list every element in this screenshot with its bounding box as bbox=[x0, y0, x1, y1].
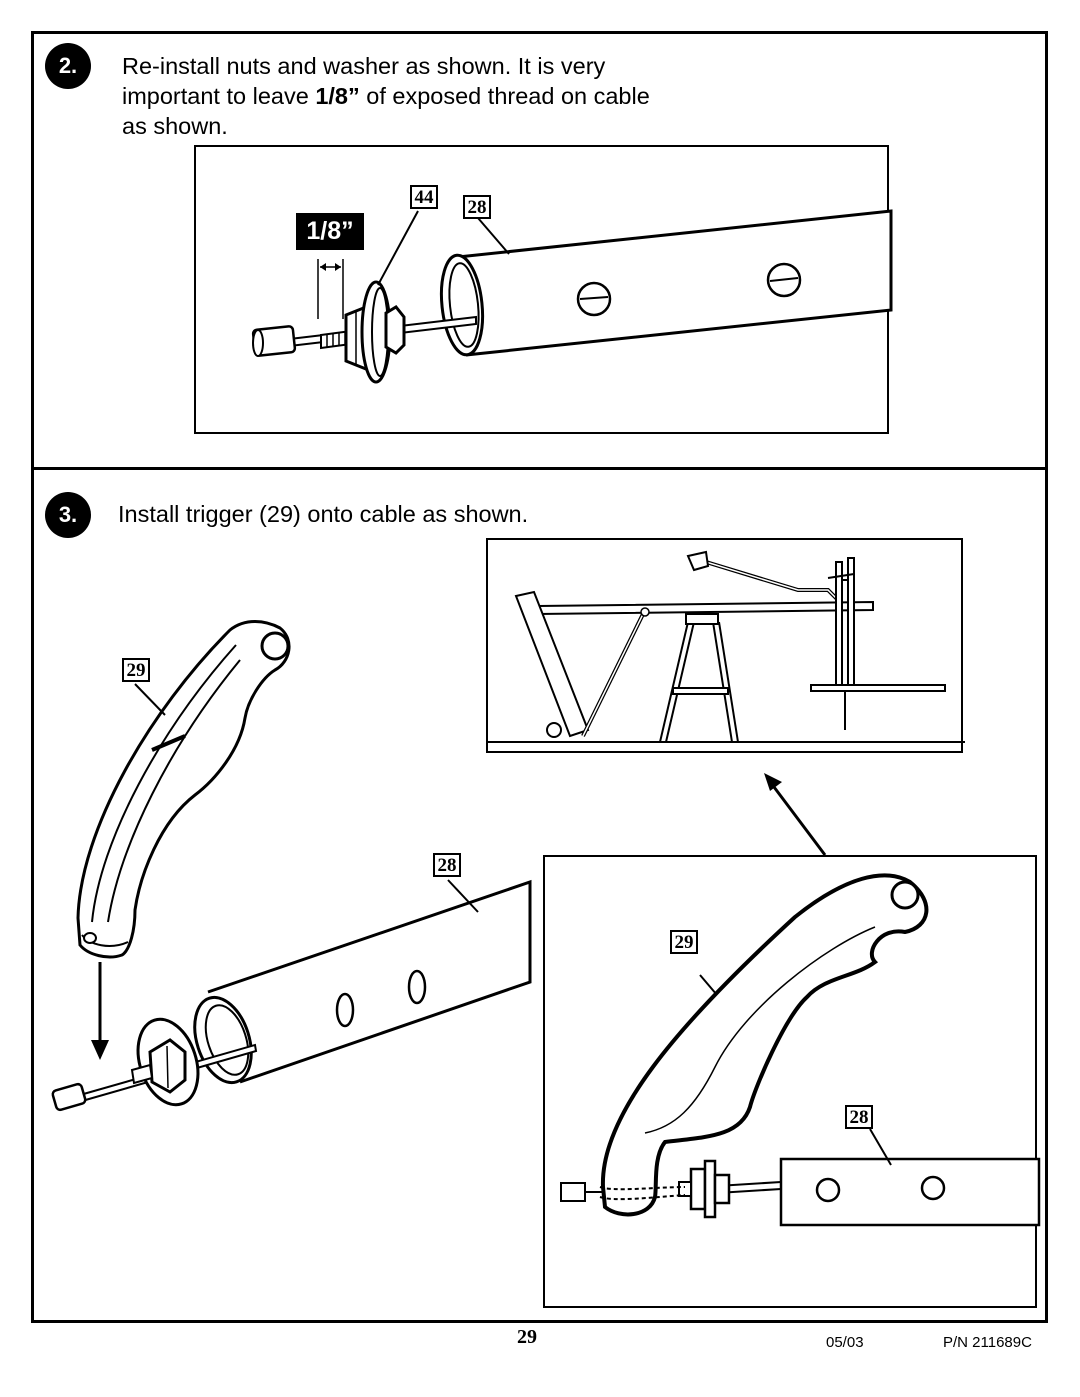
revision-date: 05/03 bbox=[826, 1334, 864, 1351]
callout-tube-28: 28 bbox=[463, 195, 491, 219]
step-2-instructions: Re-install nuts and washer as shown. It … bbox=[122, 51, 650, 141]
callout-tube-28: 28 bbox=[433, 853, 461, 877]
step-2-measurement: 1/8” bbox=[315, 83, 360, 109]
step-3-instructions: Install trigger (29) onto cable as shown… bbox=[118, 499, 528, 529]
step-divider bbox=[31, 467, 1048, 470]
step-2-line-2: important to leave 1/8” of exposed threa… bbox=[122, 81, 650, 111]
dimension-label: 1/8” bbox=[296, 213, 364, 250]
swing-set-overview-drawing bbox=[488, 550, 965, 743]
instruction-frame bbox=[31, 31, 1048, 1323]
step-2-line-3: as shown. bbox=[122, 113, 228, 139]
overview-inset bbox=[486, 538, 965, 753]
callout-trigger-29: 29 bbox=[122, 658, 150, 682]
page-number: 29 bbox=[517, 1326, 537, 1348]
step-2-badge: 2. bbox=[45, 43, 91, 89]
callout-detail-tube-28: 28 bbox=[845, 1105, 873, 1129]
detail-inset: 29 28 bbox=[543, 855, 1041, 1308]
step-2-line-1: Re-install nuts and washer as shown. It … bbox=[122, 53, 606, 79]
step-2-illustration: 1/8” 44 28 bbox=[194, 145, 893, 434]
step-3-badge: 3. bbox=[45, 492, 91, 538]
step-2-number: 2. bbox=[58, 53, 78, 78]
step-2-line-2-end: of exposed thread on cable bbox=[359, 83, 650, 109]
exploded-view-drawing bbox=[51, 620, 532, 1112]
trigger-detail-drawing bbox=[560, 873, 1041, 1227]
callout-detail-trigger-29: 29 bbox=[670, 930, 698, 954]
step-2-line-2-start: important to leave bbox=[122, 83, 316, 109]
callout-washer-44: 44 bbox=[410, 185, 438, 209]
step-3-line-1: Install trigger (29) onto cable as shown… bbox=[118, 501, 529, 527]
part-number: P/N 211689C bbox=[943, 1334, 1032, 1351]
cable-nut-washer-drawing bbox=[251, 209, 893, 384]
step-3-number: 3. bbox=[58, 502, 78, 527]
